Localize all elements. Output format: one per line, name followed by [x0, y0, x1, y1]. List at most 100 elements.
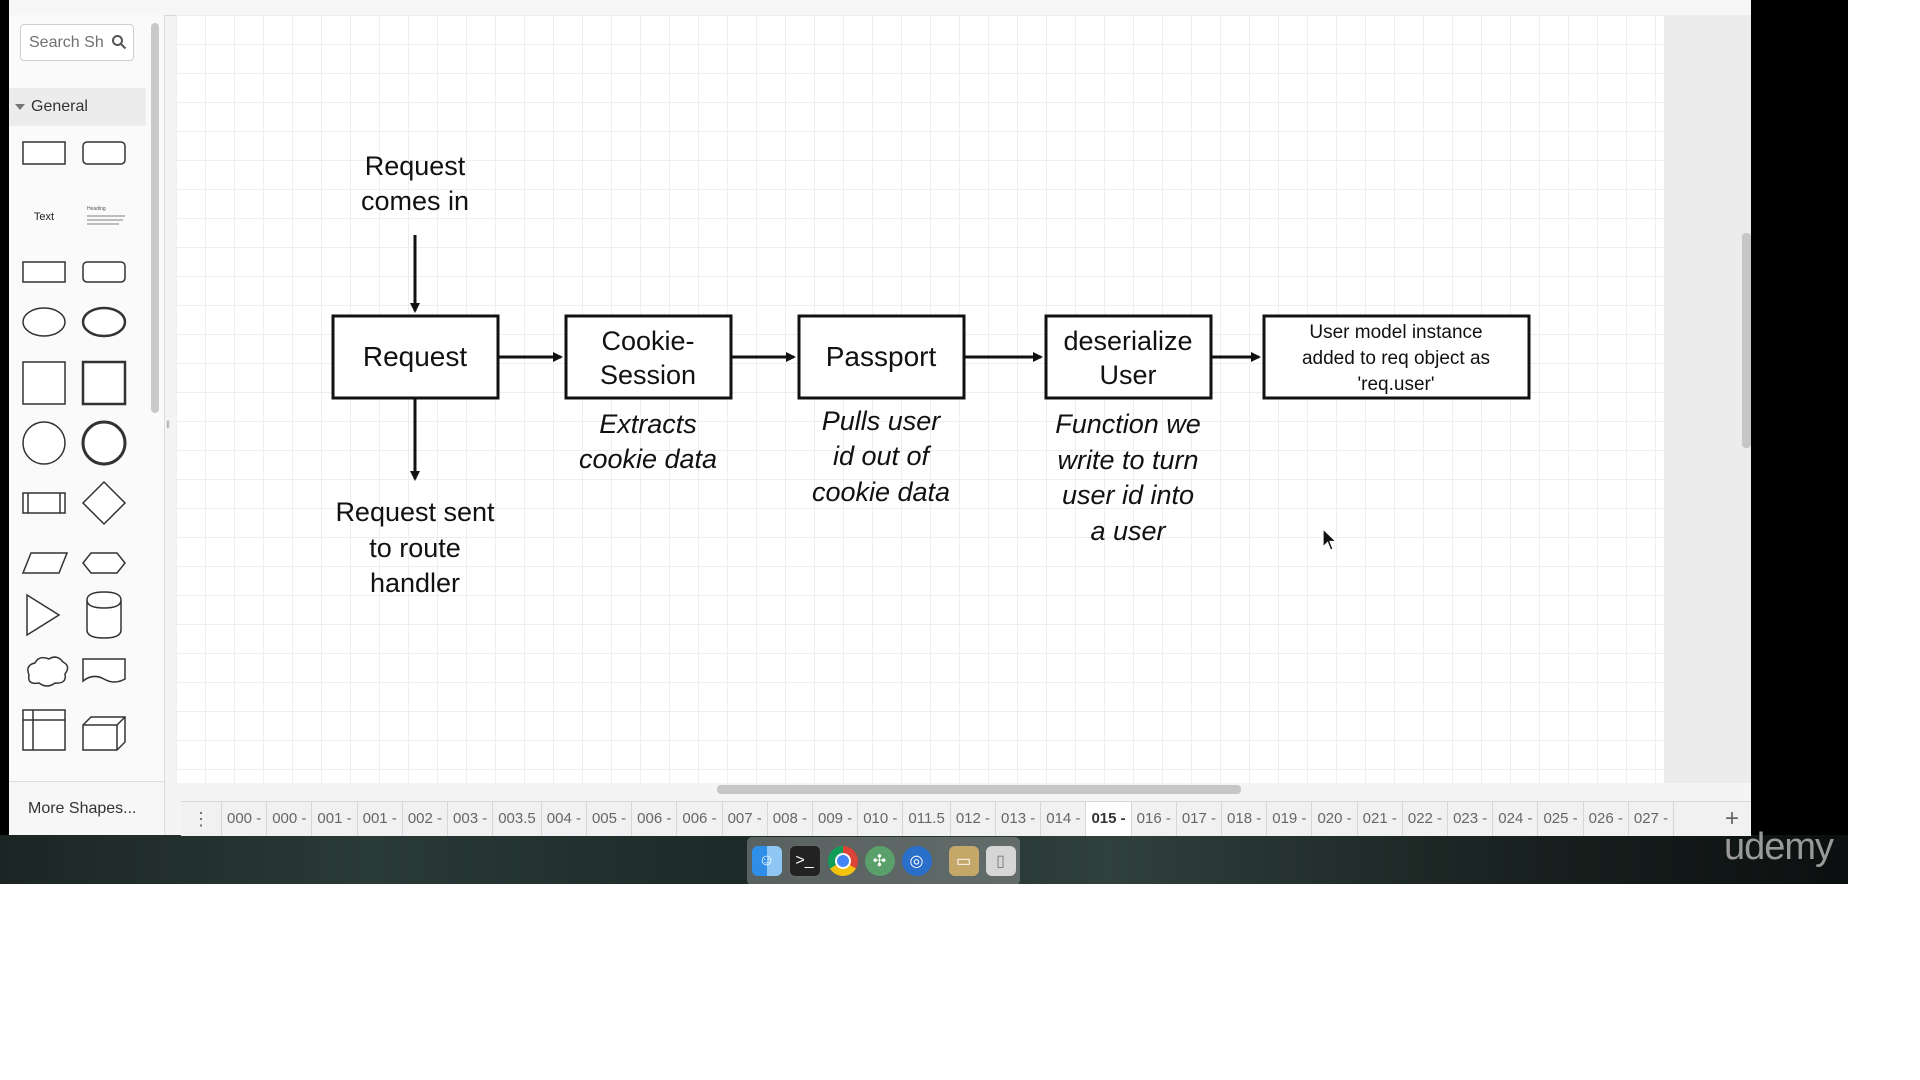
svg-text:cookie data: cookie data	[579, 444, 717, 474]
finder-icon[interactable]: ☺	[751, 846, 782, 876]
sidebar-resize-handle[interactable]: ‖	[166, 420, 171, 431]
page-tab[interactable]: 016 -	[1132, 802, 1177, 836]
shape-rounded-rectangle[interactable]	[82, 141, 126, 165]
shape-document[interactable]	[82, 658, 126, 683]
canvas-vertical-scrollbar[interactable]	[1742, 233, 1751, 448]
sidebar-scrollbar[interactable]	[151, 23, 159, 413]
app-icon-blue[interactable]: ◎	[901, 846, 932, 876]
svg-text:Request: Request	[365, 151, 466, 181]
folder-icon[interactable]: ▭	[948, 846, 979, 876]
svg-text:id out of: id out of	[833, 441, 932, 471]
chrome-icon[interactable]	[827, 846, 858, 876]
top-label[interactable]: Request comes in	[361, 151, 469, 216]
page-tab[interactable]: 006 -	[677, 802, 723, 836]
svg-text:Cookie-: Cookie-	[601, 326, 694, 356]
svg-text:Request sent: Request sent	[335, 497, 495, 527]
svg-text:User: User	[1099, 360, 1156, 390]
page-tab[interactable]: 000 -	[267, 802, 313, 836]
bottom-label[interactable]: Request sent to route handler	[335, 497, 495, 598]
shape-triangle[interactable]	[26, 593, 61, 637]
page-tab[interactable]: 006 -	[632, 802, 678, 836]
shape-diamond[interactable]	[81, 480, 127, 526]
shape-rounded-rectangle-thick[interactable]	[82, 261, 126, 283]
page-tab[interactable]: 019 -	[1267, 802, 1313, 836]
page-tab[interactable]: 004 -	[542, 802, 587, 836]
shape-circle-bold[interactable]	[81, 420, 127, 466]
drawing-canvas[interactable]: Request comes in Request Cookie- Session…	[176, 15, 1664, 783]
box-request-label: Request	[363, 341, 468, 372]
note-deserialize-user[interactable]: Function we write to turn user id into a…	[1055, 409, 1201, 546]
page-tab[interactable]: 010 -	[858, 802, 904, 836]
page-tab[interactable]: 024 -	[1493, 802, 1539, 836]
shape-heading[interactable]: Heading	[87, 206, 106, 212]
page-tab[interactable]: 021 -	[1358, 802, 1403, 836]
box-user-model[interactable]	[1262, 314, 1531, 400]
svg-text:Session: Session	[600, 360, 696, 390]
shape-text[interactable]: Text	[34, 211, 54, 223]
svg-text:Pulls user: Pulls user	[822, 406, 942, 436]
page-tab[interactable]: 002 -	[403, 802, 449, 836]
shape-cylinder[interactable]	[86, 591, 122, 639]
page-tab[interactable]: 012 -	[951, 802, 997, 836]
shape-rectangle-thick[interactable]	[22, 261, 66, 283]
box-passport[interactable]	[797, 314, 966, 400]
page-tab[interactable]: 007 -	[723, 802, 768, 836]
shape-table[interactable]	[22, 709, 66, 751]
section-general-label: General	[31, 98, 88, 115]
box-deserialize-user-label: deserialize User	[1063, 326, 1192, 390]
trash-icon[interactable]: ▯	[985, 846, 1016, 876]
page-tab[interactable]: 000 -	[222, 802, 268, 836]
page-tab[interactable]: 025 -	[1538, 802, 1584, 836]
section-general[interactable]: General	[9, 88, 146, 126]
canvas-horizontal-scrollbar[interactable]	[717, 785, 1241, 794]
box-cookie-session[interactable]	[564, 314, 733, 400]
page-tab[interactable]: 013 -	[996, 802, 1042, 836]
more-shapes-button[interactable]: More Shapes...	[9, 781, 164, 835]
svg-text:cookie data: cookie data	[812, 477, 950, 507]
svg-text:added to req object as: added to req object as	[1302, 348, 1490, 369]
page-menu-icon[interactable]: ⋮	[181, 802, 222, 836]
shapes-sidebar: Search Sh General	[9, 15, 170, 835]
add-page-icon[interactable]: +	[1724, 805, 1739, 832]
shape-rectangle[interactable]	[22, 141, 66, 165]
terminal-icon[interactable]: >_	[788, 845, 821, 877]
shape-cube[interactable]	[82, 716, 126, 751]
page-tab[interactable]: 001 -	[358, 802, 403, 836]
page-tab[interactable]: 014 -	[1041, 802, 1087, 836]
page-tab[interactable]: 022 -	[1403, 802, 1449, 836]
page-tab[interactable]: 020 -	[1312, 802, 1358, 836]
shape-ellipse-bold[interactable]	[81, 306, 127, 338]
shape-ellipse[interactable]	[22, 307, 66, 337]
shape-parallelogram[interactable]	[21, 552, 69, 574]
search-placeholder: Search Sh	[29, 34, 104, 51]
shape-square-bold[interactable]	[81, 360, 127, 406]
page-tab[interactable]: 027 -	[1629, 802, 1675, 836]
page-tab[interactable]: 005 -	[587, 802, 633, 836]
app-icon-green[interactable]: ✣	[864, 846, 895, 876]
page-tab[interactable]: 009 -	[813, 802, 859, 836]
search-shapes-input[interactable]: Search Sh	[20, 24, 134, 61]
shape-cloud[interactable]	[27, 656, 69, 687]
page-tab[interactable]: 023 -	[1448, 802, 1494, 836]
page-tab[interactable]: 026 -	[1584, 802, 1629, 836]
flow-diagram: Request comes in Request Cookie- Session…	[331, 151, 1531, 598]
page-tab[interactable]: 001 -	[312, 802, 358, 836]
page-tab[interactable]: 011.5	[903, 802, 951, 836]
svg-text:'req.user': 'req.user'	[1358, 374, 1435, 395]
svg-text:comes in: comes in	[361, 186, 469, 216]
page-tab[interactable]: 003.5	[493, 802, 542, 836]
note-passport[interactable]: Pulls user id out of cookie data	[812, 406, 950, 507]
page-tab[interactable]: 015 -	[1086, 802, 1132, 836]
note-cookie-session[interactable]: Extracts cookie data	[579, 409, 717, 474]
shape-hexagon[interactable]	[82, 552, 126, 574]
page-tab[interactable]: 017 -	[1177, 802, 1223, 836]
shape-circle[interactable]	[22, 421, 66, 465]
shape-square[interactable]	[22, 361, 66, 405]
box-request[interactable]	[331, 314, 500, 400]
shape-process[interactable]	[22, 492, 66, 514]
page-tab[interactable]: 018 -	[1222, 802, 1268, 836]
page-tab[interactable]: 008 -	[768, 802, 813, 836]
page-tab[interactable]: 003 -	[448, 802, 494, 836]
